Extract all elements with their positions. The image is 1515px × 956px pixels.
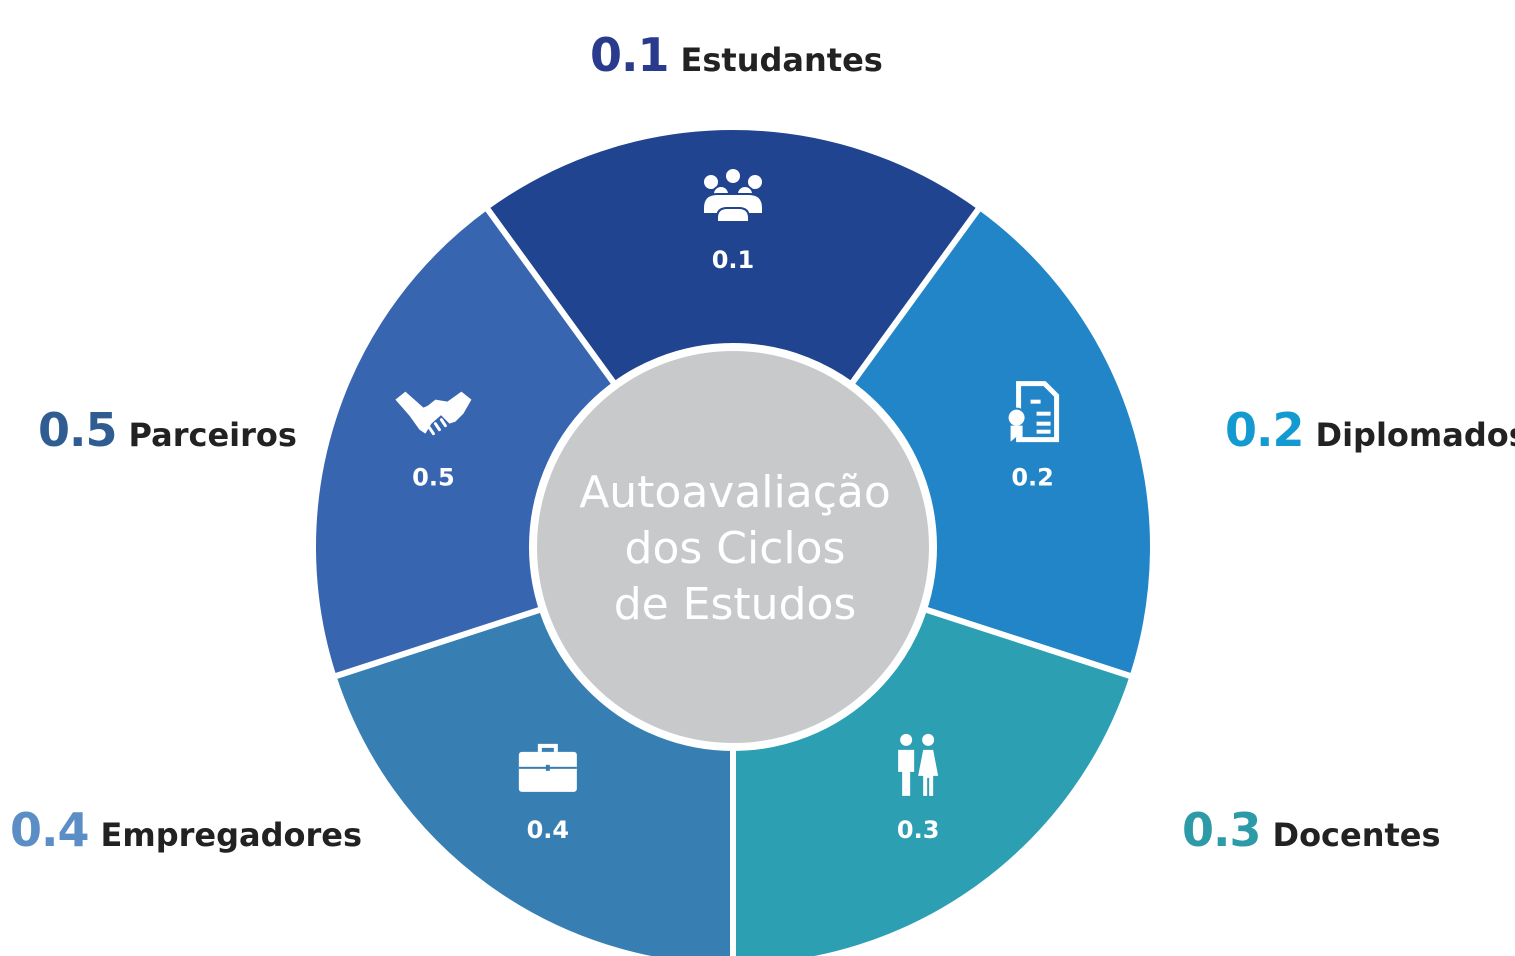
outer-number-estudantes: 0.1 bbox=[590, 28, 669, 82]
outer-number-docentes: 0.3 bbox=[1182, 803, 1261, 857]
center-title: Autoavaliação dos Ciclos de Estudos bbox=[535, 465, 935, 633]
center-title-line-2: dos Ciclos bbox=[624, 523, 846, 574]
outer-number-parceiros: 0.5 bbox=[38, 403, 117, 457]
outer-name-diplomados: Diplomados bbox=[1315, 416, 1515, 454]
outer-label-parceiros: 0.5 Parceiros bbox=[38, 403, 297, 457]
center-title-line-3: de Estudos bbox=[613, 579, 857, 630]
segment-number-parceiros: 0.5 bbox=[412, 464, 455, 492]
outer-name-docentes: Docentes bbox=[1272, 816, 1441, 854]
outer-name-empregadores: Empregadores bbox=[100, 816, 363, 854]
briefcase-icon bbox=[518, 743, 577, 792]
center-title-line-1: Autoavaliação bbox=[579, 467, 891, 518]
group-of-people-icon bbox=[702, 167, 764, 223]
outer-label-docentes: 0.3 Docentes bbox=[1182, 803, 1441, 857]
segment-number-estudantes: 0.1 bbox=[712, 246, 755, 274]
outer-number-empregadores: 0.4 bbox=[10, 803, 89, 857]
outer-number-diplomados: 0.2 bbox=[1225, 403, 1304, 457]
outer-label-estudantes: 0.1 Estudantes bbox=[590, 28, 883, 82]
handshake-icon bbox=[395, 391, 472, 436]
certificate-document-icon bbox=[1006, 381, 1060, 443]
outer-name-estudantes: Estudantes bbox=[680, 41, 883, 79]
outer-name-parceiros: Parceiros bbox=[128, 416, 297, 454]
outer-label-empregadores: 0.4 Empregadores bbox=[10, 803, 362, 857]
man-and-woman-icon bbox=[898, 733, 939, 796]
center-circle bbox=[529, 343, 937, 751]
segment-number-empregadores: 0.4 bbox=[527, 816, 570, 844]
segment-number-docentes: 0.3 bbox=[897, 816, 940, 844]
segment-number-diplomados: 0.2 bbox=[1011, 464, 1054, 492]
outer-label-diplomados: 0.2 Diplomados bbox=[1225, 403, 1515, 457]
